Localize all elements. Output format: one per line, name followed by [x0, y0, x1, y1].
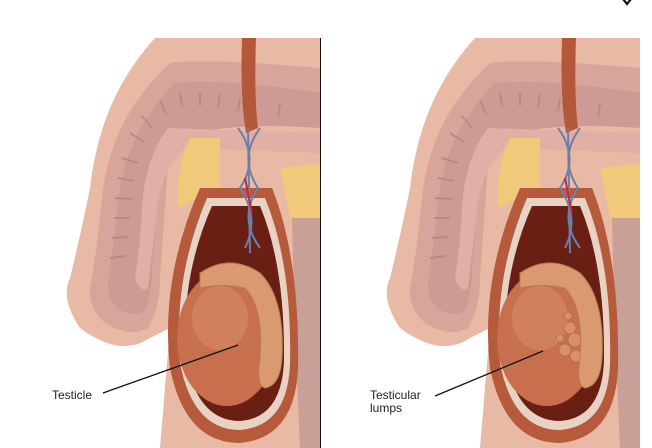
- lump-cluster: [555, 311, 583, 363]
- close-icon[interactable]: [616, 0, 638, 8]
- illustration-normal-testicle: [60, 38, 320, 448]
- illustration-testicular-lumps: [380, 38, 640, 448]
- label-testicular-lumps: Testicular lumps: [370, 389, 421, 415]
- label-line-1: Testicular: [370, 388, 421, 402]
- label-line-2: lumps: [370, 401, 403, 415]
- label-testicle: Testicle: [52, 388, 93, 402]
- panel-divider: [320, 38, 321, 448]
